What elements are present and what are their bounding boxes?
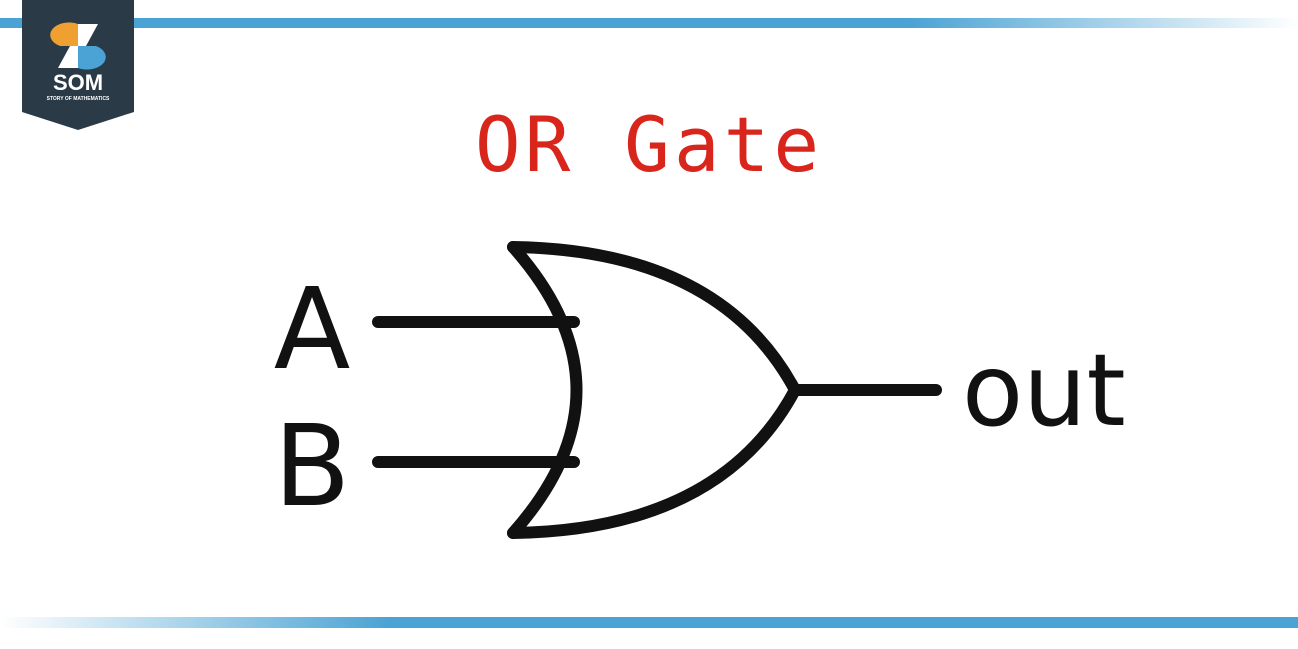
input-b-label: B xyxy=(274,402,351,532)
or-gate-back-curve xyxy=(507,241,583,539)
svg-text:STORY OF MATHEMATICS: STORY OF MATHEMATICS xyxy=(47,96,110,102)
output-label: out xyxy=(962,332,1126,449)
svg-text:SOM: SOM xyxy=(53,70,103,95)
input-a-label: A xyxy=(274,265,351,395)
diagram-title: OR Gate xyxy=(474,100,824,189)
som-logo: SOM STORY OF MATHEMATICS xyxy=(22,0,134,130)
or-gate-top-curve xyxy=(507,241,801,396)
top-accent-bar xyxy=(0,18,1298,28)
or-gate-bottom-curve xyxy=(507,384,801,539)
bottom-accent-bar xyxy=(0,617,1298,628)
